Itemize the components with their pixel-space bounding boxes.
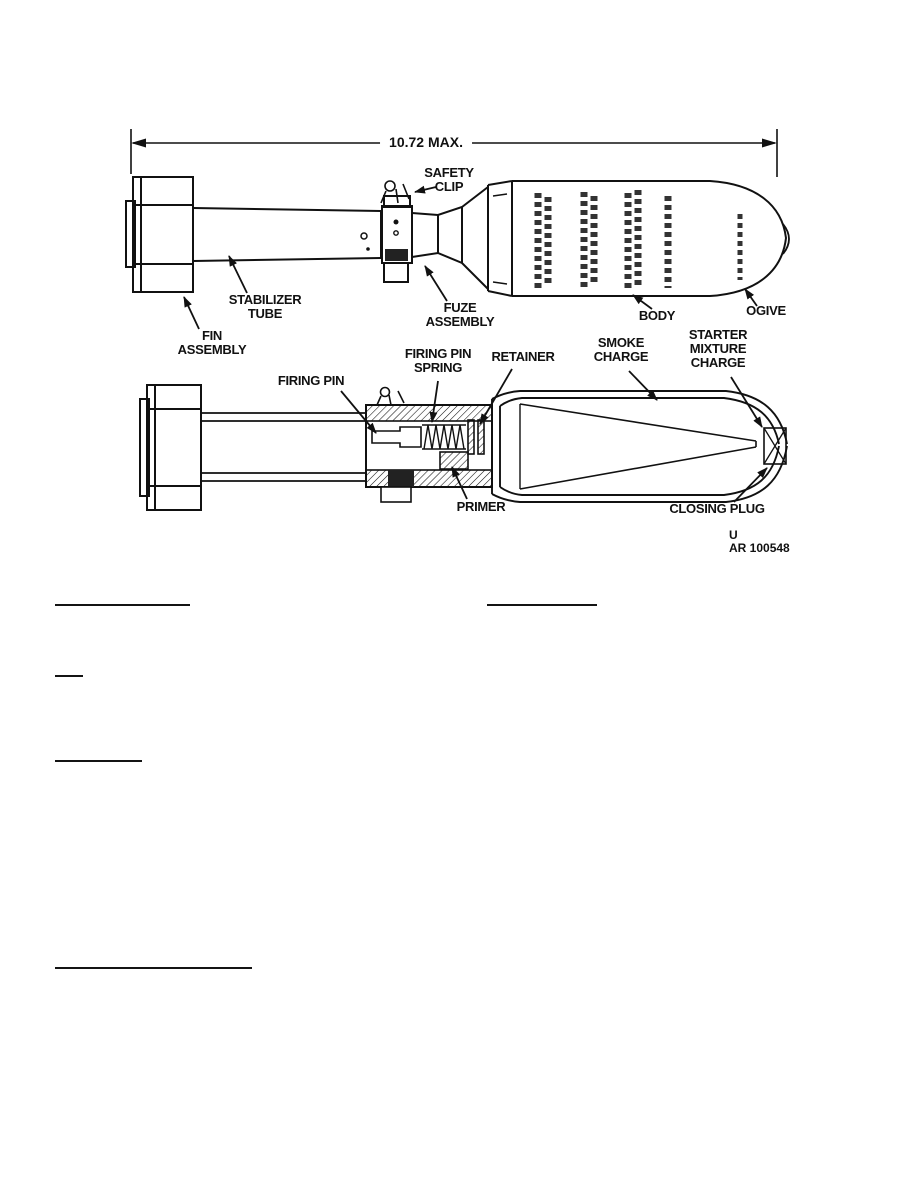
body-ogive-top-art (512, 180, 790, 297)
label-starter-mixture-charge: STARTER MIXTURE CHARGE (688, 327, 748, 370)
label-retainer: RETAINER (491, 349, 555, 364)
underline-heading-2 (55, 675, 83, 677)
label-firing-pin: FIRING PIN (277, 373, 345, 388)
underline-heading-right-1 (487, 604, 597, 606)
label-primer: PRIMER (456, 499, 506, 514)
label-stabilizer-tube: STABILIZER TUBE (228, 292, 302, 321)
leader-arrows (183, 185, 768, 503)
adapter-cone-top-art (411, 185, 489, 291)
tube-section-art (201, 412, 366, 482)
fuze-section-art (365, 386, 493, 503)
figure-reference-u: U (729, 528, 738, 542)
body-collar-top-art (487, 180, 513, 297)
label-body: BODY (638, 308, 676, 323)
label-closing-plug: CLOSING PLUG (669, 501, 765, 516)
figure-reference-number: AR 100548 (729, 541, 790, 555)
underline-heading-4 (55, 967, 252, 969)
body-section-art (491, 390, 788, 503)
dimension-label: 10.72 MAX. (380, 135, 472, 150)
grenade-top-view (125, 176, 790, 297)
body-stencil-marks (534, 190, 743, 290)
stabilizer-tube-top-art (192, 207, 382, 262)
fuze-assembly-top-art (380, 180, 413, 283)
grenade-section-view (139, 384, 788, 511)
label-fin-assembly: FIN ASSEMBLY (177, 328, 247, 357)
label-safety-clip: SAFETY CLIP (424, 165, 474, 194)
fin-assembly-top-art (125, 176, 194, 293)
label-firing-pin-spring: FIRING PIN SPRING (404, 346, 472, 375)
label-fuze-assembly: FUZE ASSEMBLY (425, 300, 495, 329)
label-ogive: OGIVE (746, 303, 786, 318)
underline-heading-3 (55, 760, 142, 762)
label-smoke-charge: SMOKE CHARGE (593, 335, 649, 364)
fin-assembly-section-art (139, 384, 202, 511)
underline-heading-left-1 (55, 604, 190, 606)
